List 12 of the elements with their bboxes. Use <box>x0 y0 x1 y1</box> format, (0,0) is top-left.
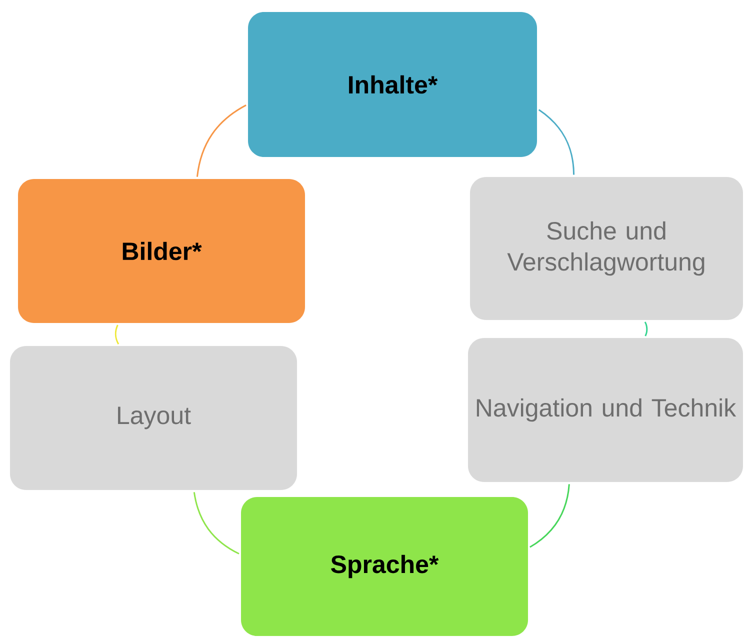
topic-box: Layout <box>10 346 297 490</box>
highlighted-box: Bilder* <box>18 179 305 323</box>
connector-arc <box>530 484 570 548</box>
topic-box: Navigation und Technik <box>468 338 743 482</box>
connector-arc <box>644 322 648 336</box>
connector-arc <box>196 104 246 177</box>
connector-arc <box>538 109 575 175</box>
topic-box: Suche und Verschlagwortung <box>470 177 743 320</box>
highlighted-box: Sprache* <box>241 497 528 636</box>
connector-arc <box>114 324 120 344</box>
connector-arc <box>193 492 240 554</box>
highlighted-box: Inhalte* <box>248 12 537 157</box>
